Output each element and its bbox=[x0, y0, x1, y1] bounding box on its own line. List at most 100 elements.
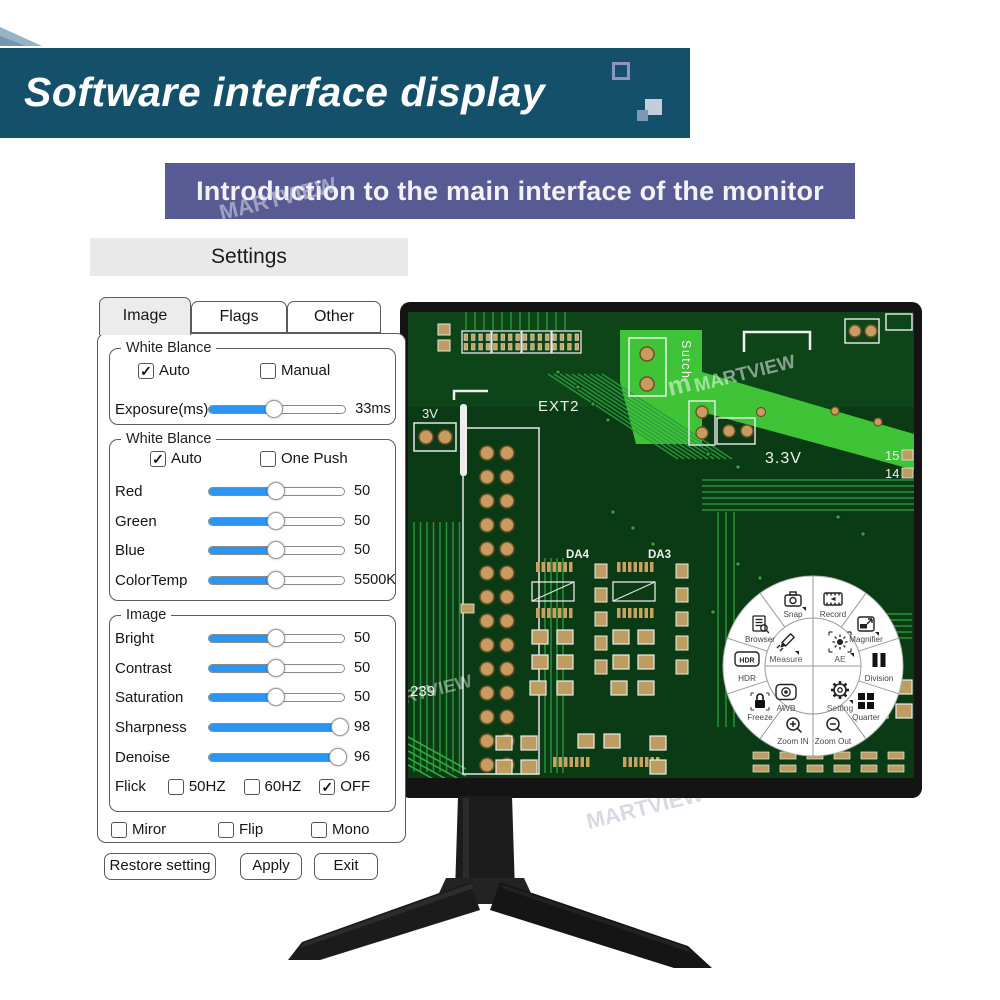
one-push-label: One Push bbox=[281, 450, 348, 467]
radial-item-division[interactable]: Division bbox=[865, 653, 894, 683]
slider-thumb[interactable] bbox=[266, 482, 285, 500]
one-push-checkbox-group[interactable]: One Push bbox=[260, 450, 348, 467]
flick-60hz-group[interactable]: 60HZ bbox=[243, 778, 302, 795]
mono-checkbox-group[interactable]: Mono bbox=[311, 821, 370, 838]
bright-value: 50 bbox=[354, 630, 371, 646]
radial-item-setting[interactable]: Setting bbox=[827, 681, 854, 713]
pcb-label-3v: 3V bbox=[422, 406, 438, 421]
red-label: Red bbox=[115, 482, 143, 500]
slider-thumb[interactable] bbox=[264, 400, 283, 418]
flick-50hz-checkbox[interactable] bbox=[167, 778, 184, 795]
pcb-smd-cluster-da3 bbox=[610, 562, 656, 696]
green-slider[interactable] bbox=[208, 512, 345, 530]
one-push-checkbox[interactable] bbox=[260, 450, 276, 467]
radial-item-magnifier[interactable]: Magnifier bbox=[849, 616, 883, 644]
colortemp-slider[interactable] bbox=[208, 571, 345, 589]
auto-exposure-icon bbox=[828, 631, 854, 657]
flick-50hz-group[interactable]: 50HZ bbox=[167, 778, 226, 795]
exit-button[interactable]: Exit bbox=[314, 853, 378, 880]
radial-item-quarter[interactable]: Quarter bbox=[852, 693, 880, 722]
flick-60hz-checkbox[interactable] bbox=[243, 778, 260, 795]
svg-text:Magnifier: Magnifier bbox=[849, 635, 883, 644]
radial-item-freeze[interactable]: Freeze bbox=[747, 692, 773, 722]
contrast-label: Contrast bbox=[115, 659, 172, 677]
white-balance-exposure-group: White Blance ✓ Auto Manual Exposure(ms) … bbox=[109, 340, 396, 425]
restore-setting-button[interactable]: Restore setting bbox=[104, 853, 216, 880]
denoise-label: Denoise bbox=[115, 748, 171, 766]
blue-slider[interactable] bbox=[208, 541, 345, 559]
svg-text:Division: Division bbox=[865, 674, 894, 683]
tab-other[interactable]: Other bbox=[287, 301, 381, 333]
flick-off-group[interactable]: ✓ OFF bbox=[319, 778, 370, 795]
wb-auto-checkbox[interactable]: ✓ bbox=[150, 450, 166, 467]
tab-image[interactable]: Image bbox=[99, 297, 191, 335]
pcb-3v-footprint bbox=[413, 422, 457, 452]
denoise-slider[interactable] bbox=[208, 748, 347, 766]
auto-checkbox[interactable]: ✓ bbox=[138, 362, 154, 379]
white-balance-icon bbox=[775, 683, 797, 701]
wb-auto-checkbox-group[interactable]: ✓ Auto bbox=[150, 450, 202, 467]
manual-checkbox-group[interactable]: Manual bbox=[260, 362, 330, 379]
slider-thumb[interactable] bbox=[266, 512, 285, 530]
image-group: Image Bright 50 Contrast 50 Saturat bbox=[109, 607, 398, 812]
colortemp-value: 5500K bbox=[354, 572, 396, 588]
grid-icon bbox=[858, 693, 874, 709]
mono-checkbox[interactable] bbox=[311, 821, 327, 838]
auto-checkbox-group[interactable]: ✓ Auto bbox=[138, 362, 190, 379]
saturation-slider[interactable] bbox=[208, 688, 345, 706]
red-slider[interactable] bbox=[208, 482, 345, 500]
radial-item-snap[interactable]: Snap bbox=[783, 591, 806, 619]
monitor-stand bbox=[288, 796, 712, 968]
slider-thumb[interactable] bbox=[266, 541, 285, 559]
slider-thumb[interactable] bbox=[266, 659, 285, 677]
green-label: Green bbox=[115, 512, 157, 530]
slider-thumb[interactable] bbox=[266, 571, 285, 589]
tab-content: White Blance ✓ Auto Manual Exposure(ms) … bbox=[97, 333, 406, 843]
radial-item-hdr[interactable]: HDR HDR bbox=[734, 651, 760, 683]
slider-thumb[interactable] bbox=[328, 748, 347, 766]
denoise-value: 96 bbox=[354, 749, 371, 765]
miror-label: Miror bbox=[132, 821, 167, 838]
exposure-value: 33ms bbox=[355, 401, 391, 417]
group-legend: White Blance bbox=[121, 340, 217, 356]
flip-checkbox[interactable] bbox=[218, 821, 234, 838]
exposure-slider[interactable] bbox=[208, 400, 347, 418]
bright-slider[interactable] bbox=[208, 629, 345, 647]
blue-value: 50 bbox=[354, 542, 371, 558]
subtitle-banner: Introduction to the main interface of th… bbox=[165, 163, 855, 219]
radial-item-awb[interactable]: AWB bbox=[775, 683, 797, 714]
pcb-vias bbox=[555, 369, 866, 615]
sharpness-slider[interactable] bbox=[208, 718, 350, 736]
pcb-label-da3: DA3 bbox=[648, 549, 671, 561]
flick-off-checkbox[interactable]: ✓ bbox=[319, 778, 336, 795]
tab-flags[interactable]: Flags bbox=[191, 301, 287, 333]
zoom-in-icon bbox=[786, 717, 803, 734]
slider-thumb[interactable] bbox=[266, 629, 285, 647]
flip-checkbox-group[interactable]: Flip bbox=[218, 821, 263, 838]
title-banner: Software interface display bbox=[0, 48, 690, 138]
flick-60hz-label: 60HZ bbox=[264, 778, 302, 795]
miror-checkbox[interactable] bbox=[111, 821, 127, 838]
monitor-screen: 3V EXT2 Sutch bbox=[408, 312, 914, 778]
radial-item-browser[interactable]: Browser bbox=[745, 615, 775, 644]
lock-icon bbox=[750, 692, 770, 711]
radial-item-record[interactable]: Record bbox=[820, 592, 847, 619]
radial-item-zoom-out[interactable]: Zoom Out bbox=[815, 717, 852, 746]
slider-thumb[interactable] bbox=[331, 718, 350, 736]
radial-item-zoom-in[interactable]: Zoom IN bbox=[777, 717, 809, 746]
saturation-value: 50 bbox=[354, 689, 371, 705]
contrast-slider[interactable] bbox=[208, 659, 345, 677]
manual-checkbox[interactable] bbox=[260, 362, 276, 379]
pcb-label-33v: 3.3V bbox=[765, 450, 802, 467]
denoise-slider-row: Denoise 96 bbox=[115, 748, 398, 766]
auto-checkbox-label: Auto bbox=[159, 362, 190, 379]
pcb-label-ext2: EXT2 bbox=[538, 398, 580, 415]
apply-button[interactable]: Apply bbox=[240, 853, 302, 880]
svg-text:Quarter: Quarter bbox=[852, 713, 880, 722]
miror-checkbox-group[interactable]: Miror bbox=[111, 821, 166, 838]
mono-label: Mono bbox=[332, 821, 370, 838]
flick-50hz-label: 50HZ bbox=[188, 778, 226, 795]
radial-item-ae[interactable]: AE bbox=[828, 631, 854, 664]
white-balance-rgb-group: White Blance ✓ Auto One Push Red 50 bbox=[109, 431, 396, 601]
slider-thumb[interactable] bbox=[266, 688, 285, 706]
